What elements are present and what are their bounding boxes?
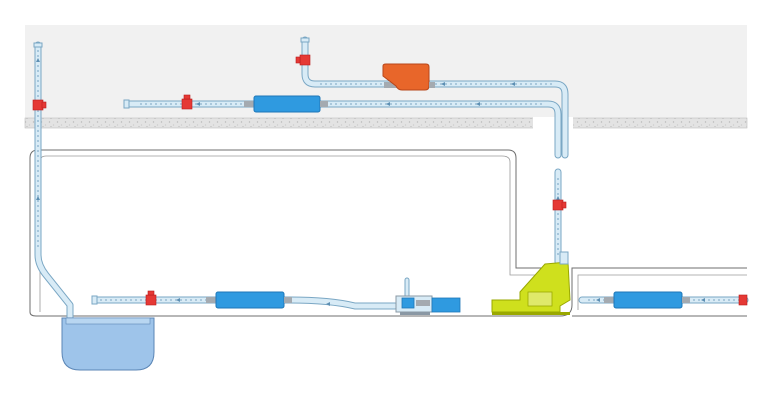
valve-left-vertical bbox=[32, 99, 47, 111]
valve-upper-top bbox=[295, 54, 311, 66]
pipe-cap-left-top bbox=[33, 42, 43, 48]
ceiling-inline-pump bbox=[244, 95, 328, 113]
room-enclosure-inner bbox=[39, 155, 554, 312]
floor-inline-pump-left bbox=[206, 291, 292, 309]
lift-pump bbox=[491, 251, 571, 315]
valve-riser bbox=[552, 199, 567, 211]
small-pump-unit bbox=[395, 295, 461, 315]
ceiling-orange-pump bbox=[382, 63, 435, 91]
pipe-cap-upper-top bbox=[300, 37, 310, 43]
floor-inline-pump-right bbox=[604, 291, 690, 309]
pipe-cap-ceiling-left bbox=[123, 99, 130, 109]
floor-line bbox=[29, 304, 573, 317]
pipe-cap-floor-left bbox=[91, 295, 98, 305]
right-cabinet-outline bbox=[571, 267, 747, 305]
right-cabinet-inner bbox=[577, 274, 747, 310]
valve-floor-left bbox=[145, 290, 157, 306]
room-enclosure-outer bbox=[29, 149, 554, 312]
floor-slab bbox=[24, 117, 748, 129]
valve-ceiling-left bbox=[181, 94, 193, 110]
valve-floor-right-end bbox=[738, 294, 748, 306]
collection-tank bbox=[61, 317, 155, 371]
